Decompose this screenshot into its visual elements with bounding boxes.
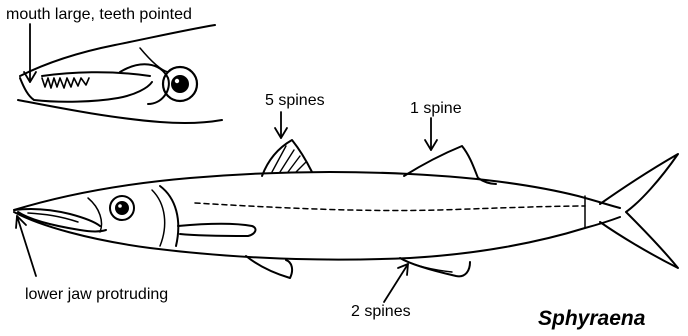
- label-lower-jaw: lower jaw protruding: [25, 287, 168, 303]
- fish-body: [14, 140, 678, 278]
- genus-label: Sphyraena: [538, 308, 645, 329]
- label-mouth: mouth large, teeth pointed: [6, 7, 192, 23]
- label-5-spines: 5 spines: [265, 93, 325, 109]
- label-1-spine: 1 spine: [410, 101, 462, 117]
- arrow-2-spines: [384, 264, 408, 302]
- annotation-arrows: [16, 24, 437, 302]
- head-detail: [18, 25, 222, 123]
- label-2-spines: 2 spines: [351, 304, 411, 320]
